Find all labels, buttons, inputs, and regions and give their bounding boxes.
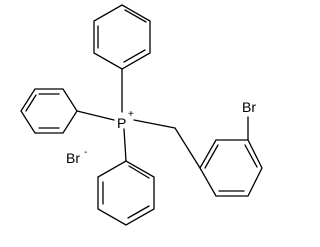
phenyl-ring-top	[93, 4, 151, 70]
bond-p-ch2	[133, 119, 176, 129]
chemical-structure-diagram: P + Br Br -	[20, 4, 263, 226]
bond-p-left-phenyl	[76, 110, 115, 121]
phosphorus-charge: +	[128, 109, 134, 120]
bromide-ion-label: Br	[66, 150, 80, 166]
bromide-ion-charge: -	[84, 147, 87, 158]
phenyl-ring-bottom	[97, 160, 155, 226]
bond-p-bottom-phenyl	[123, 128, 127, 162]
bond-ch2-ring	[174, 127, 201, 169]
phosphorus-atom-label: P	[117, 115, 126, 131]
ring-bromine-label: Br	[242, 99, 256, 115]
bromophenyl-ring	[199, 139, 263, 197]
phenyl-ring-left	[20, 88, 78, 134]
